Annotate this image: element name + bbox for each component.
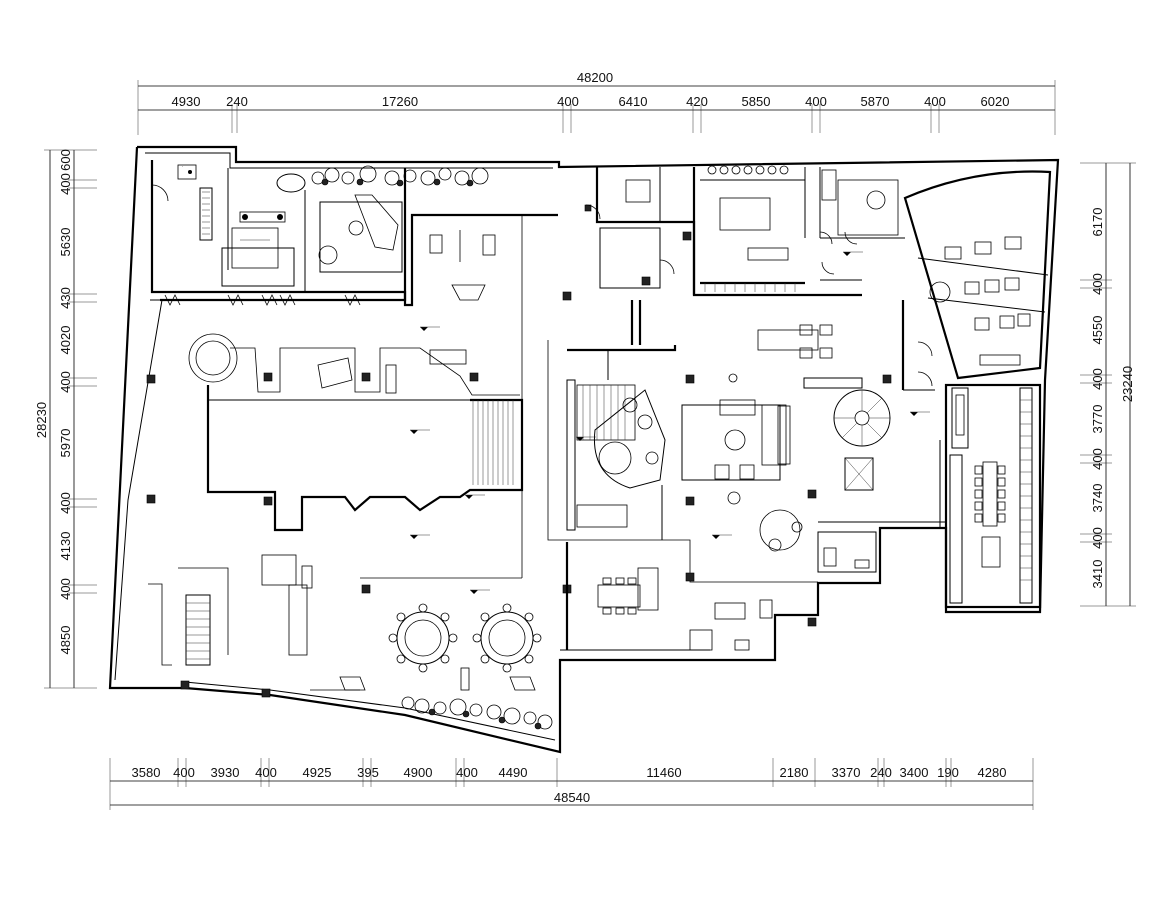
bottom-dimension-chain: 3580 400 3930 400 4925 395 4900 400 4490…: [109, 758, 1034, 810]
right-ticks: [1080, 279, 1112, 543]
right-dim-1: 6170: [1090, 208, 1105, 237]
right-dim-9: 3410: [1090, 560, 1105, 589]
bottom-dim-1: 3580: [132, 765, 161, 780]
top-shrubs: [707, 165, 789, 175]
tea-room-grid: [582, 385, 626, 440]
bottom-dim-6: 395: [357, 765, 379, 780]
top-dim-2: 240: [226, 94, 248, 109]
left-dim-8: 400: [58, 492, 73, 514]
lounge-chair: [759, 509, 801, 551]
top-dim-8: 400: [805, 94, 827, 109]
left-dim-9: 4130: [58, 532, 73, 561]
door-swings: [151, 184, 933, 387]
left-dim-11: 4850: [58, 626, 73, 655]
left-ticks: [68, 179, 97, 594]
bathtub: [276, 173, 306, 193]
right-dim-4: 400: [1090, 368, 1105, 390]
right-dim-6: 400: [1090, 448, 1105, 470]
top-overall-dimension: 48200: [577, 70, 613, 85]
bottom-dim-10: 11460: [646, 765, 681, 780]
wine-racks: [949, 387, 1033, 604]
left-dim-5: 4020: [58, 326, 73, 355]
dining-chairs: [388, 603, 542, 673]
bottom-dim-11: 2180: [780, 765, 809, 780]
left-dim-6: 400: [58, 371, 73, 393]
top-dimension-chain: 48200 4930 240 17260 400 6410 420 5850 4…: [137, 70, 1056, 135]
central-lounge: [146, 215, 572, 594]
top-dim-3: 17260: [382, 94, 418, 109]
right-dimension-chain: 23240 6170 400 4550 400 3770 400 3740 40…: [1080, 162, 1136, 607]
guest-bedrooms: [595, 165, 905, 297]
bottom-dim-16: 4280: [978, 765, 1007, 780]
bar-and-spiral-stair: [757, 300, 935, 491]
media-room: [903, 170, 1052, 380]
bottom-dim-7: 4900: [404, 765, 433, 780]
bottom-dim-14: 3400: [900, 765, 929, 780]
wardrobe: [202, 191, 210, 235]
office-chair: [318, 245, 338, 265]
top-dim-4: 400: [557, 94, 579, 109]
bottom-dim-12: 3370: [832, 765, 861, 780]
bottom-dim-15: 190: [937, 765, 959, 780]
master-suite: ·: [150, 160, 558, 307]
top-ticks: [231, 104, 940, 133]
lower-left: [148, 554, 313, 698]
service-rooms: [562, 204, 946, 627]
right-dim-2: 400: [1090, 273, 1105, 295]
top-dim-7: 5850: [742, 94, 771, 109]
room-tag: ·: [182, 164, 183, 169]
left-dimension-chain: 28230 600 400 5630 430 4020 400 5970 400…: [34, 149, 97, 689]
left-dim-7: 5970: [58, 429, 73, 458]
bottom-overall-dimension: 48540: [554, 790, 590, 805]
left-dim-10: 400: [58, 578, 73, 600]
tea-room-core: [547, 340, 818, 583]
top-dim-9: 5870: [861, 94, 890, 109]
bottom-dim-2: 400: [173, 765, 195, 780]
dining-rectangular: [560, 542, 773, 651]
top-dim-6: 420: [686, 94, 708, 109]
right-overall-dimension: 23240: [1120, 366, 1135, 402]
closet-hatch: [704, 283, 796, 292]
planting-bottom: [401, 696, 553, 730]
bottom-dim-4: 400: [255, 765, 277, 780]
left-dim-2: 400: [58, 173, 73, 195]
right-dim-5: 3770: [1090, 405, 1105, 434]
living-room: [681, 373, 817, 582]
round-table-left: [188, 333, 238, 383]
pool-stairs: [472, 400, 514, 485]
top-dim-11: 6020: [981, 94, 1010, 109]
wine-dining: [939, 383, 1042, 609]
exterior-walls: [108, 145, 1060, 754]
bottom-dim-13: 240: [870, 765, 892, 780]
left-dim-3: 5630: [58, 228, 73, 257]
guest-bed: [719, 197, 771, 231]
top-dim-10: 400: [924, 94, 946, 109]
bottom-dim-8: 400: [456, 765, 478, 780]
top-dim-1: 4930: [172, 94, 201, 109]
gym-area: [429, 230, 496, 301]
right-dim-7: 3740: [1090, 484, 1105, 513]
right-dim-8: 400: [1090, 527, 1105, 549]
bottom-ticks: [177, 758, 952, 787]
dining-round-tables: [310, 603, 542, 691]
window-glyphs: [164, 294, 361, 306]
planting-top: [311, 165, 489, 187]
level-markers: [410, 251, 930, 594]
left-stairs: [185, 594, 211, 666]
left-overall-dimension: 28230: [34, 402, 49, 438]
bottom-dim-3: 3930: [211, 765, 240, 780]
top-dim-5: 6410: [619, 94, 648, 109]
right-dim-3: 4550: [1090, 316, 1105, 345]
pool: [206, 385, 524, 532]
bottom-dim-9: 4490: [499, 765, 528, 780]
left-dim-4: 430: [58, 287, 73, 309]
bottom-dim-5: 4925: [303, 765, 332, 780]
left-dim-1: 600: [58, 149, 73, 171]
